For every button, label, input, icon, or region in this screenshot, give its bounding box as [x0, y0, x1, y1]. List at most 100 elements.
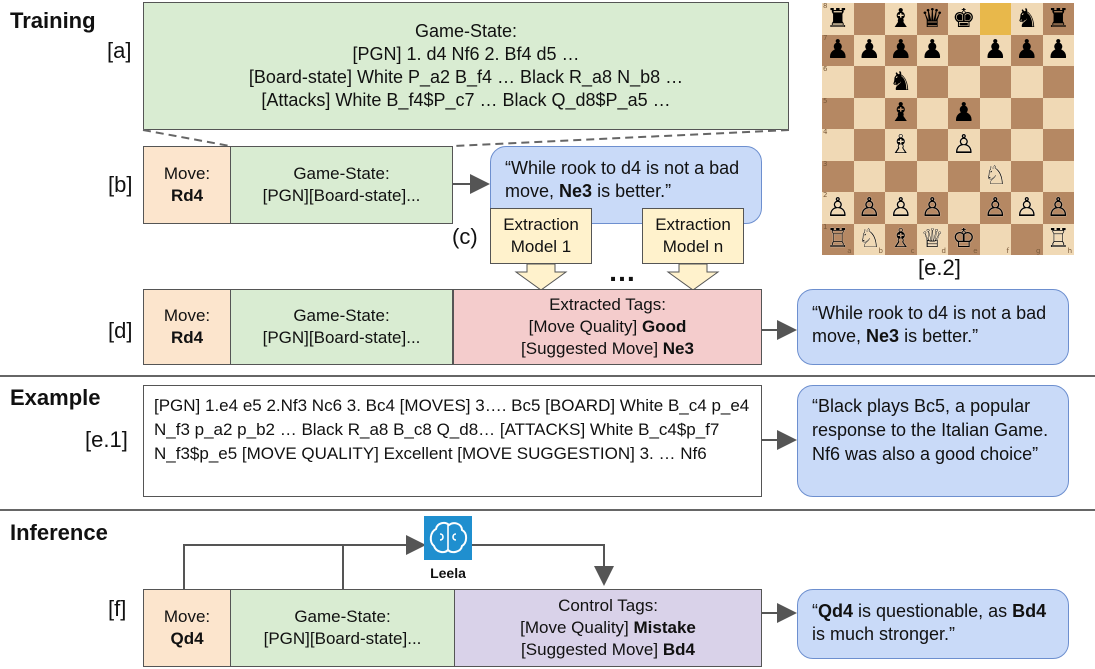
game-state-detail-box: Game-State: [PGN] 1. d4 Nf6 2. Bf4 d5 … … — [143, 2, 789, 130]
section-title-example: Example — [10, 385, 101, 410]
board-square-e3 — [948, 160, 980, 192]
move-box-f: Move: Qd4 — [143, 589, 231, 667]
board-square-f8 — [979, 3, 1011, 35]
tag-suggested-move-value: Ne3 — [662, 339, 694, 358]
game-state-box-f: Game-State: [PGN][Board-state]... — [230, 589, 455, 667]
leela-label: Leela — [430, 565, 466, 581]
board-square-b1: ♘b — [853, 223, 885, 255]
move-value: Rd4 — [170, 328, 204, 347]
section-title-training: Training — [10, 8, 96, 33]
board-square-f4 — [979, 129, 1011, 161]
board-square-b6 — [853, 66, 885, 98]
black-rook-icon: ♜ — [1046, 3, 1070, 34]
comment-open-quote: “ — [812, 601, 818, 621]
board-square-d6 — [916, 66, 948, 98]
rank-label: 6 — [823, 65, 828, 73]
board-square-a3: 3 — [822, 159, 854, 192]
board-square-b2: ♙ — [853, 192, 885, 224]
white-pawn-icon: ♙ — [920, 192, 944, 223]
box-a-line3: [Board-state] White P_a2 B_f4 … Black R_… — [248, 67, 684, 87]
board-square-e2 — [948, 192, 980, 224]
example-commentary-bubble: “Black plays Bc5, a popular response to … — [797, 385, 1069, 497]
route-leela-to-tags — [470, 544, 614, 586]
file-label: b — [878, 247, 883, 255]
game-state-label: Game-State: — [293, 306, 390, 325]
rank-label: 3 — [823, 159, 828, 168]
ref-e2: [e.2] — [918, 255, 961, 280]
box-a-line1: Game-State: — [414, 21, 518, 41]
white-bishop-icon: ♗ — [889, 129, 913, 160]
ref-d: [d] — [108, 318, 133, 343]
board-square-b3 — [853, 160, 885, 192]
control-tags-box: Control Tags: [Move Quality] Mistake [Su… — [454, 589, 762, 667]
leela-brain-icon — [424, 516, 472, 560]
board-square-c5: ♝ — [885, 97, 917, 129]
game-state-box-d: Game-State: [PGN][Board-state]... — [230, 289, 453, 365]
board-square-b5 — [853, 97, 885, 129]
block-arrow-modeln — [666, 263, 720, 291]
board-square-e6 — [948, 66, 980, 98]
white-pawn-icon: ♙ — [952, 129, 976, 160]
board-square-a7: ♟7 — [822, 34, 854, 66]
board-square-e5: ♟ — [948, 97, 980, 129]
zoom-line-left — [142, 129, 231, 147]
board-square-a2: ♙2 — [822, 192, 854, 224]
board-square-h1: ♖h — [1042, 223, 1074, 255]
black-pawn-icon: ♟ — [983, 35, 1007, 66]
board-square-f2: ♙ — [979, 192, 1011, 224]
model1-line1: Extraction — [503, 215, 579, 234]
ref-f: [f] — [108, 596, 127, 621]
white-queen-icon: ♕ — [920, 224, 944, 255]
board-square-f6 — [979, 66, 1011, 98]
tag-move-quality-value: Good — [641, 317, 687, 336]
board-square-g4 — [1011, 129, 1043, 161]
white-bishop-icon: ♗ — [889, 224, 913, 255]
game-state-value: [PGN][Board-state]... — [263, 629, 422, 648]
board-square-g2: ♙ — [1011, 192, 1043, 224]
leela-engine: Leela — [424, 516, 472, 580]
modeln-line2: Model n — [662, 237, 724, 256]
board-square-a4: 4 — [822, 129, 854, 161]
tag-move-quality-label: [Move Quality] — [520, 618, 634, 637]
file-label: f — [1006, 247, 1009, 255]
white-knight-icon: ♘ — [983, 161, 1007, 192]
board-square-h4 — [1042, 129, 1074, 161]
extraction-model-n: Extraction Model n — [642, 208, 744, 264]
black-pawn-icon: ♟ — [857, 35, 881, 66]
board-square-h7: ♟ — [1042, 34, 1074, 66]
rank-label: 8 — [823, 2, 828, 10]
game-state-value: [PGN][Board-state]... — [262, 328, 421, 347]
example-input-box: [PGN] 1.e4 e5 2.Nf3 Nc6 3. Bc4 [MOVES] 3… — [143, 385, 762, 497]
move-box-b: Move: Rd4 — [143, 146, 231, 224]
ref-e1: [e.1] — [85, 427, 128, 452]
black-bishop-icon: ♝ — [889, 98, 913, 129]
board-square-c1: ♗c — [885, 223, 917, 255]
tag-move-quality-value: Mistake — [633, 618, 696, 637]
tag-suggested-move-label: [Suggested Move] — [521, 640, 663, 659]
comment-text-end: is better.” — [592, 181, 672, 201]
game-state-label: Game-State: — [293, 164, 390, 183]
inference-commentary-bubble: “Qd4 is questionable, as Bd4 is much str… — [797, 589, 1069, 659]
board-square-g3 — [1011, 160, 1043, 192]
board-square-c7: ♟ — [885, 34, 917, 66]
tags-title: Control Tags: — [558, 596, 658, 615]
comment-text: “While rook to d4 is not a bad move, — [505, 158, 740, 201]
black-rook-icon: ♜ — [826, 3, 850, 34]
board-square-g6 — [1011, 66, 1043, 98]
board-square-a8: ♜8 — [822, 3, 854, 35]
move-value: Rd4 — [170, 186, 204, 205]
black-pawn-icon: ♟ — [826, 35, 850, 66]
separator-1 — [0, 375, 1095, 377]
tag-suggested-move-value: Bd4 — [662, 640, 695, 659]
model1-line2: Model 1 — [510, 237, 572, 256]
board-square-f3: ♘ — [979, 160, 1011, 192]
white-pawn-icon: ♙ — [857, 192, 881, 223]
board-square-f7: ♟ — [979, 34, 1011, 66]
board-square-d5 — [916, 97, 948, 129]
tag-move-quality-label: [Move Quality] — [528, 317, 642, 336]
white-king-icon: ♔ — [952, 224, 976, 255]
separator-2 — [0, 509, 1095, 511]
file-label: d — [941, 247, 946, 255]
board-square-d2: ♙ — [916, 192, 948, 224]
